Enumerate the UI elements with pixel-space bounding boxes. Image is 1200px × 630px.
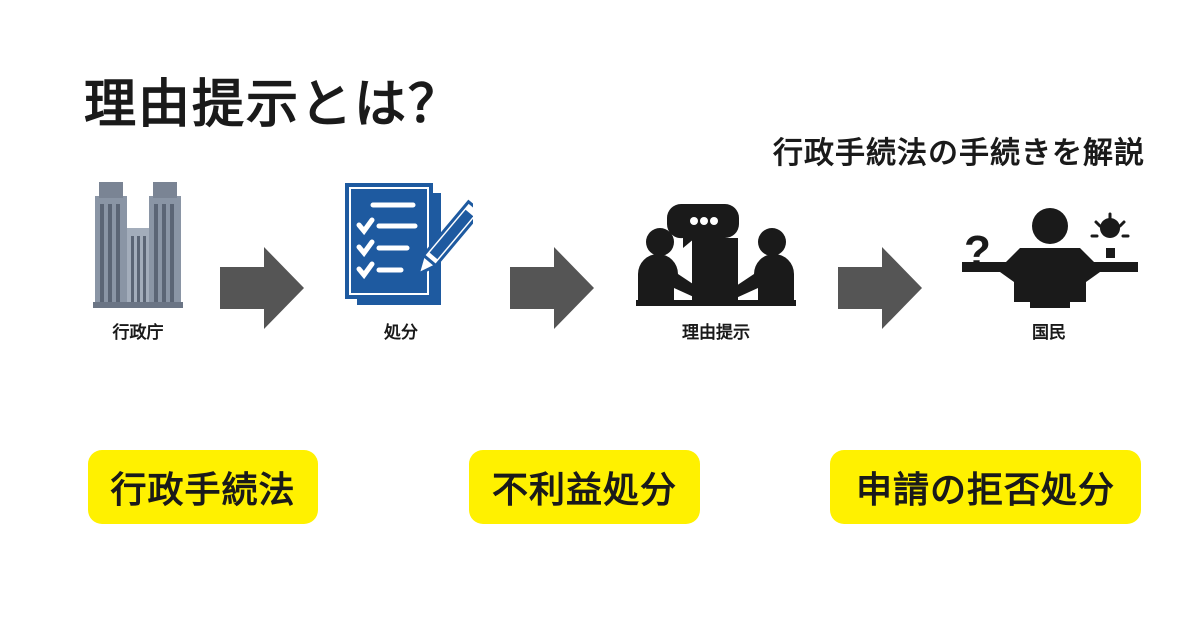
- meeting-explanation-icon: [636, 204, 796, 306]
- arrow-right-icon: [838, 247, 922, 329]
- citizen-question-idea-icon: ?: [962, 208, 1138, 308]
- step-label-disposition: 処分: [384, 323, 418, 343]
- government-building-icon: [93, 182, 183, 308]
- page-title: 理由提示とは？: [84, 75, 463, 135]
- page-subtitle: 行政手続法の手続きを解説: [773, 136, 1145, 171]
- arrow-right-icon: [510, 247, 594, 329]
- tag-application-rejection: 申請の拒否処分: [830, 450, 1141, 524]
- step-label-reason-presentation: 理由提示: [682, 323, 750, 343]
- arrow-right-icon: [220, 247, 304, 329]
- step-label-agency: 行政庁: [112, 323, 164, 343]
- tag-adverse-disposition: 不利益処分: [469, 450, 700, 524]
- svg-text:?: ?: [964, 227, 991, 276]
- step-label-citizen: 国民: [1032, 323, 1066, 343]
- document-checklist-pen-icon: [345, 183, 473, 305]
- tag-administrative-procedure-act: 行政手続法: [88, 450, 318, 524]
